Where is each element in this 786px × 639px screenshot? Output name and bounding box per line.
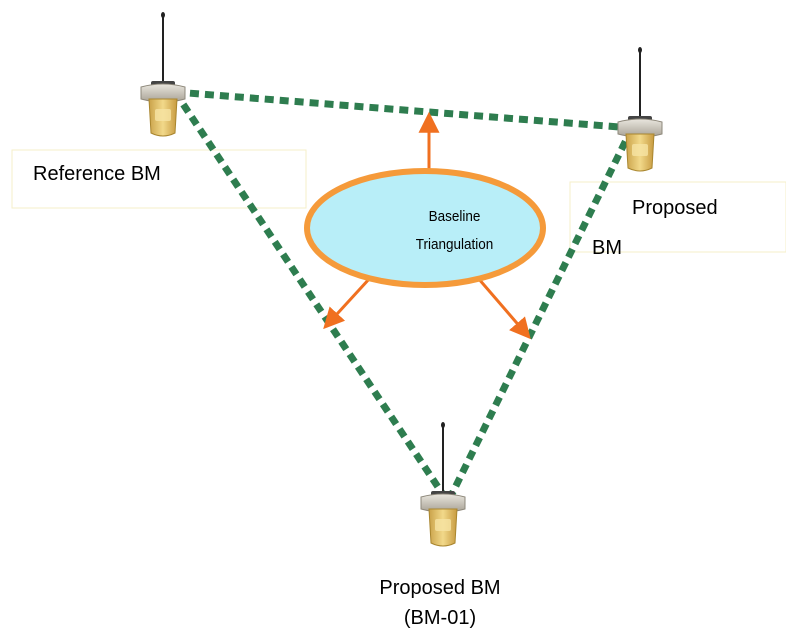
baseline-right [444, 126, 636, 504]
proposed-bottom-label-line2: (BM-01) [403, 607, 477, 629]
center-label-line2: Triangulation [415, 236, 494, 253]
center-label-line1: Baseline [428, 208, 481, 225]
reference-bm-label: Reference BM [33, 163, 161, 185]
proposed-bottom-label-line1: Proposed BM [379, 577, 501, 599]
gps-receiver-icon [140, 11, 186, 137]
reference-label-box [11, 149, 307, 209]
arrow-down-right [476, 277, 531, 340]
arrow-down-left [323, 276, 372, 330]
proposed-right-label-box [569, 181, 786, 253]
baseline-triangulation-ellipse [304, 168, 546, 288]
baseline-top [174, 88, 633, 132]
baseline-left [172, 90, 451, 504]
proposed-right-label-line2: BM [592, 237, 622, 259]
proposed-right-label-line1: Proposed [632, 197, 718, 219]
gps-receiver-icon [617, 46, 663, 172]
